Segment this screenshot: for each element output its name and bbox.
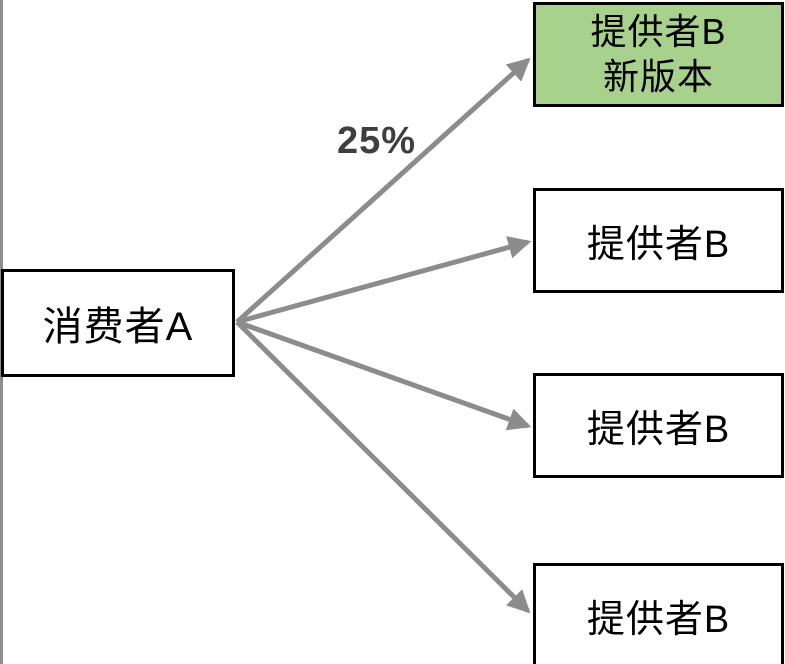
provider-b-label-4: 提供者B xyxy=(586,599,731,641)
provider-b-new-version-node: 提供者B 新版本 xyxy=(533,2,784,107)
consumer-a-node: 消费者A xyxy=(1,269,235,377)
arrow-consumer-to-provider-4 xyxy=(235,320,531,614)
arrow-consumer-to-provider-2 xyxy=(236,236,532,325)
provider-b-node-3: 提供者B xyxy=(533,373,784,478)
arrow-consumer-to-provider-new-version xyxy=(235,57,531,324)
provider-b-label-2: 提供者B xyxy=(586,224,731,266)
provider-b-new-version-label-line1: 提供者B xyxy=(590,10,727,52)
arrow-consumer-to-provider-3 xyxy=(236,319,532,431)
provider-b-node-4: 提供者B xyxy=(533,563,784,664)
consumer-a-label: 消费者A xyxy=(42,305,194,349)
provider-b-node-2: 提供者B xyxy=(533,188,784,293)
traffic-percentage-label: 25% xyxy=(337,120,417,162)
provider-b-new-version-label-line2: 新版本 xyxy=(602,55,714,97)
provider-b-label-3: 提供者B xyxy=(586,409,731,451)
